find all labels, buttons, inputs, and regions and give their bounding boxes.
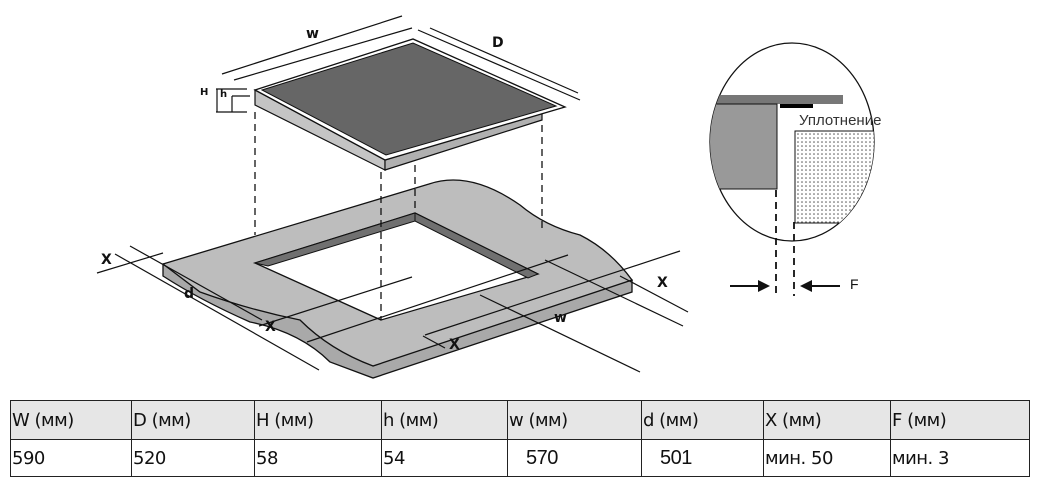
value-cell: мин. 50: [763, 439, 891, 477]
header-cell: w (мм): [507, 400, 642, 440]
seal-detail: Уплотнение F: [709, 42, 881, 296]
label-w-bottom: w: [554, 310, 567, 326]
countertop: [161, 179, 634, 379]
gap-arrows-icon: [730, 280, 840, 292]
value-cell: 570: [507, 439, 642, 477]
label-H: H: [200, 87, 208, 98]
label-w-top: w: [306, 26, 319, 42]
hob: [253, 38, 567, 171]
header-cell: d (мм): [641, 400, 764, 440]
value-cell: 54: [381, 439, 508, 477]
projection-lines: [254, 112, 543, 320]
dimensions-table: W (мм) D (мм) H (мм) h (мм) w (мм) d (мм…: [10, 400, 1030, 477]
table-row: 590 520 58 54 570 501 мин. 50 мин. 3: [10, 439, 1030, 477]
header-cell: W (мм): [10, 400, 132, 440]
dimension-lines: [96, 15, 689, 373]
label-X-bottom-left: X: [265, 319, 276, 335]
header-cell: F (мм): [890, 400, 1030, 440]
label-X-right: X: [657, 275, 668, 291]
seal: [780, 104, 813, 108]
gap-label: F: [850, 276, 859, 292]
value-cell: 590: [10, 439, 132, 477]
label-X-bottom: X: [449, 337, 460, 353]
header-cell: H (мм): [254, 400, 382, 440]
label-h: h: [220, 89, 227, 100]
seal-label: Уплотнение: [799, 112, 881, 129]
header-cell: X (мм): [763, 400, 891, 440]
table-header-row: W (мм) D (мм) H (мм) h (мм) w (мм) d (мм…: [10, 400, 1030, 440]
label-D-top: D: [492, 35, 504, 51]
value-cell: 520: [131, 439, 255, 477]
value-cell: мин. 3: [890, 439, 1030, 477]
label-d: d: [184, 286, 194, 302]
installation-diagram: w D H h X d X X w X Уплотнение F: [96, 15, 881, 379]
value-cell: 501: [641, 439, 764, 477]
header-cell: D (мм): [131, 400, 255, 440]
value-cell: 58: [254, 439, 382, 477]
label-X-left: X: [101, 252, 112, 268]
header-cell: h (мм): [381, 400, 508, 440]
